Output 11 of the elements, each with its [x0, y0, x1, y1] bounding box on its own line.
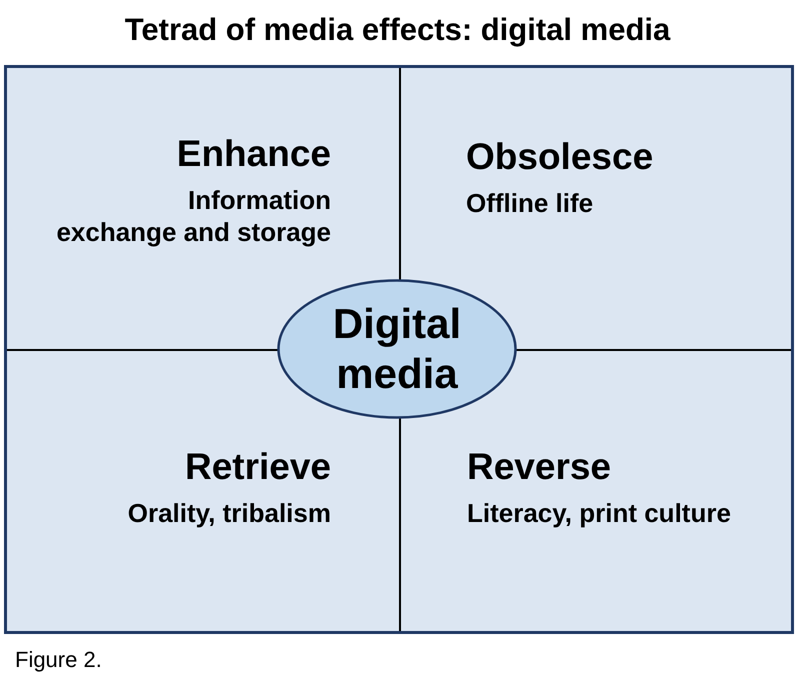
quadrant-text: Information exchange and storage: [55, 184, 331, 248]
quadrant-heading: Enhance: [176, 132, 331, 176]
quadrant-text: Orality, tribalism: [128, 497, 331, 529]
quadrant-heading: Reverse: [467, 445, 612, 489]
figure-caption: Figure 2.: [15, 647, 102, 673]
quadrant-text: Offline life: [466, 187, 594, 219]
diagram-title: Tetrad of media effects: digital media: [124, 12, 670, 48]
quadrant-text: Literacy, print culture: [467, 497, 731, 529]
quadrant-heading: Obsolesce: [466, 135, 654, 179]
quadrant-heading: Retrieve: [184, 445, 331, 489]
ellipse-label: Digital media: [332, 299, 462, 399]
